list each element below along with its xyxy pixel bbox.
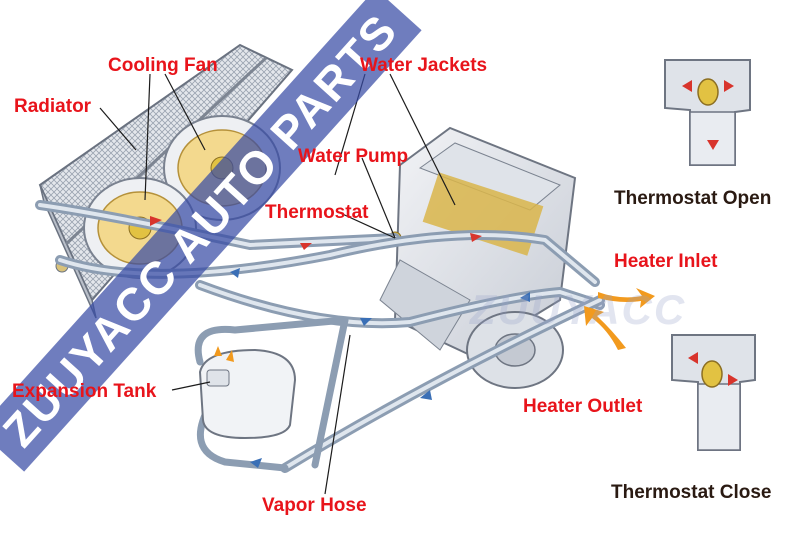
label-expansion-tank: Expansion Tank bbox=[12, 382, 156, 401]
thermostat-open-detail bbox=[665, 60, 750, 165]
label-thermostat-close: Thermostat Close bbox=[611, 483, 771, 502]
label-cooling-fan: Cooling Fan bbox=[108, 56, 218, 75]
label-radiator: Radiator bbox=[14, 97, 91, 116]
label-water-pump: Water Pump bbox=[298, 147, 408, 166]
label-water-jackets: Water Jackets bbox=[360, 56, 487, 75]
expansion-tank bbox=[200, 346, 295, 438]
label-vapor-hose: Vapor Hose bbox=[262, 496, 367, 515]
label-heater-outlet: Heater Outlet bbox=[523, 397, 642, 416]
label-heater-inlet: Heater Inlet bbox=[614, 252, 717, 271]
label-thermostat: Thermostat bbox=[265, 203, 368, 222]
thermostat-close-detail bbox=[672, 335, 755, 450]
label-thermostat-open: Thermostat Open bbox=[614, 189, 771, 208]
engine-block bbox=[380, 128, 575, 388]
watermark-side: ZUUYACC bbox=[470, 286, 686, 334]
